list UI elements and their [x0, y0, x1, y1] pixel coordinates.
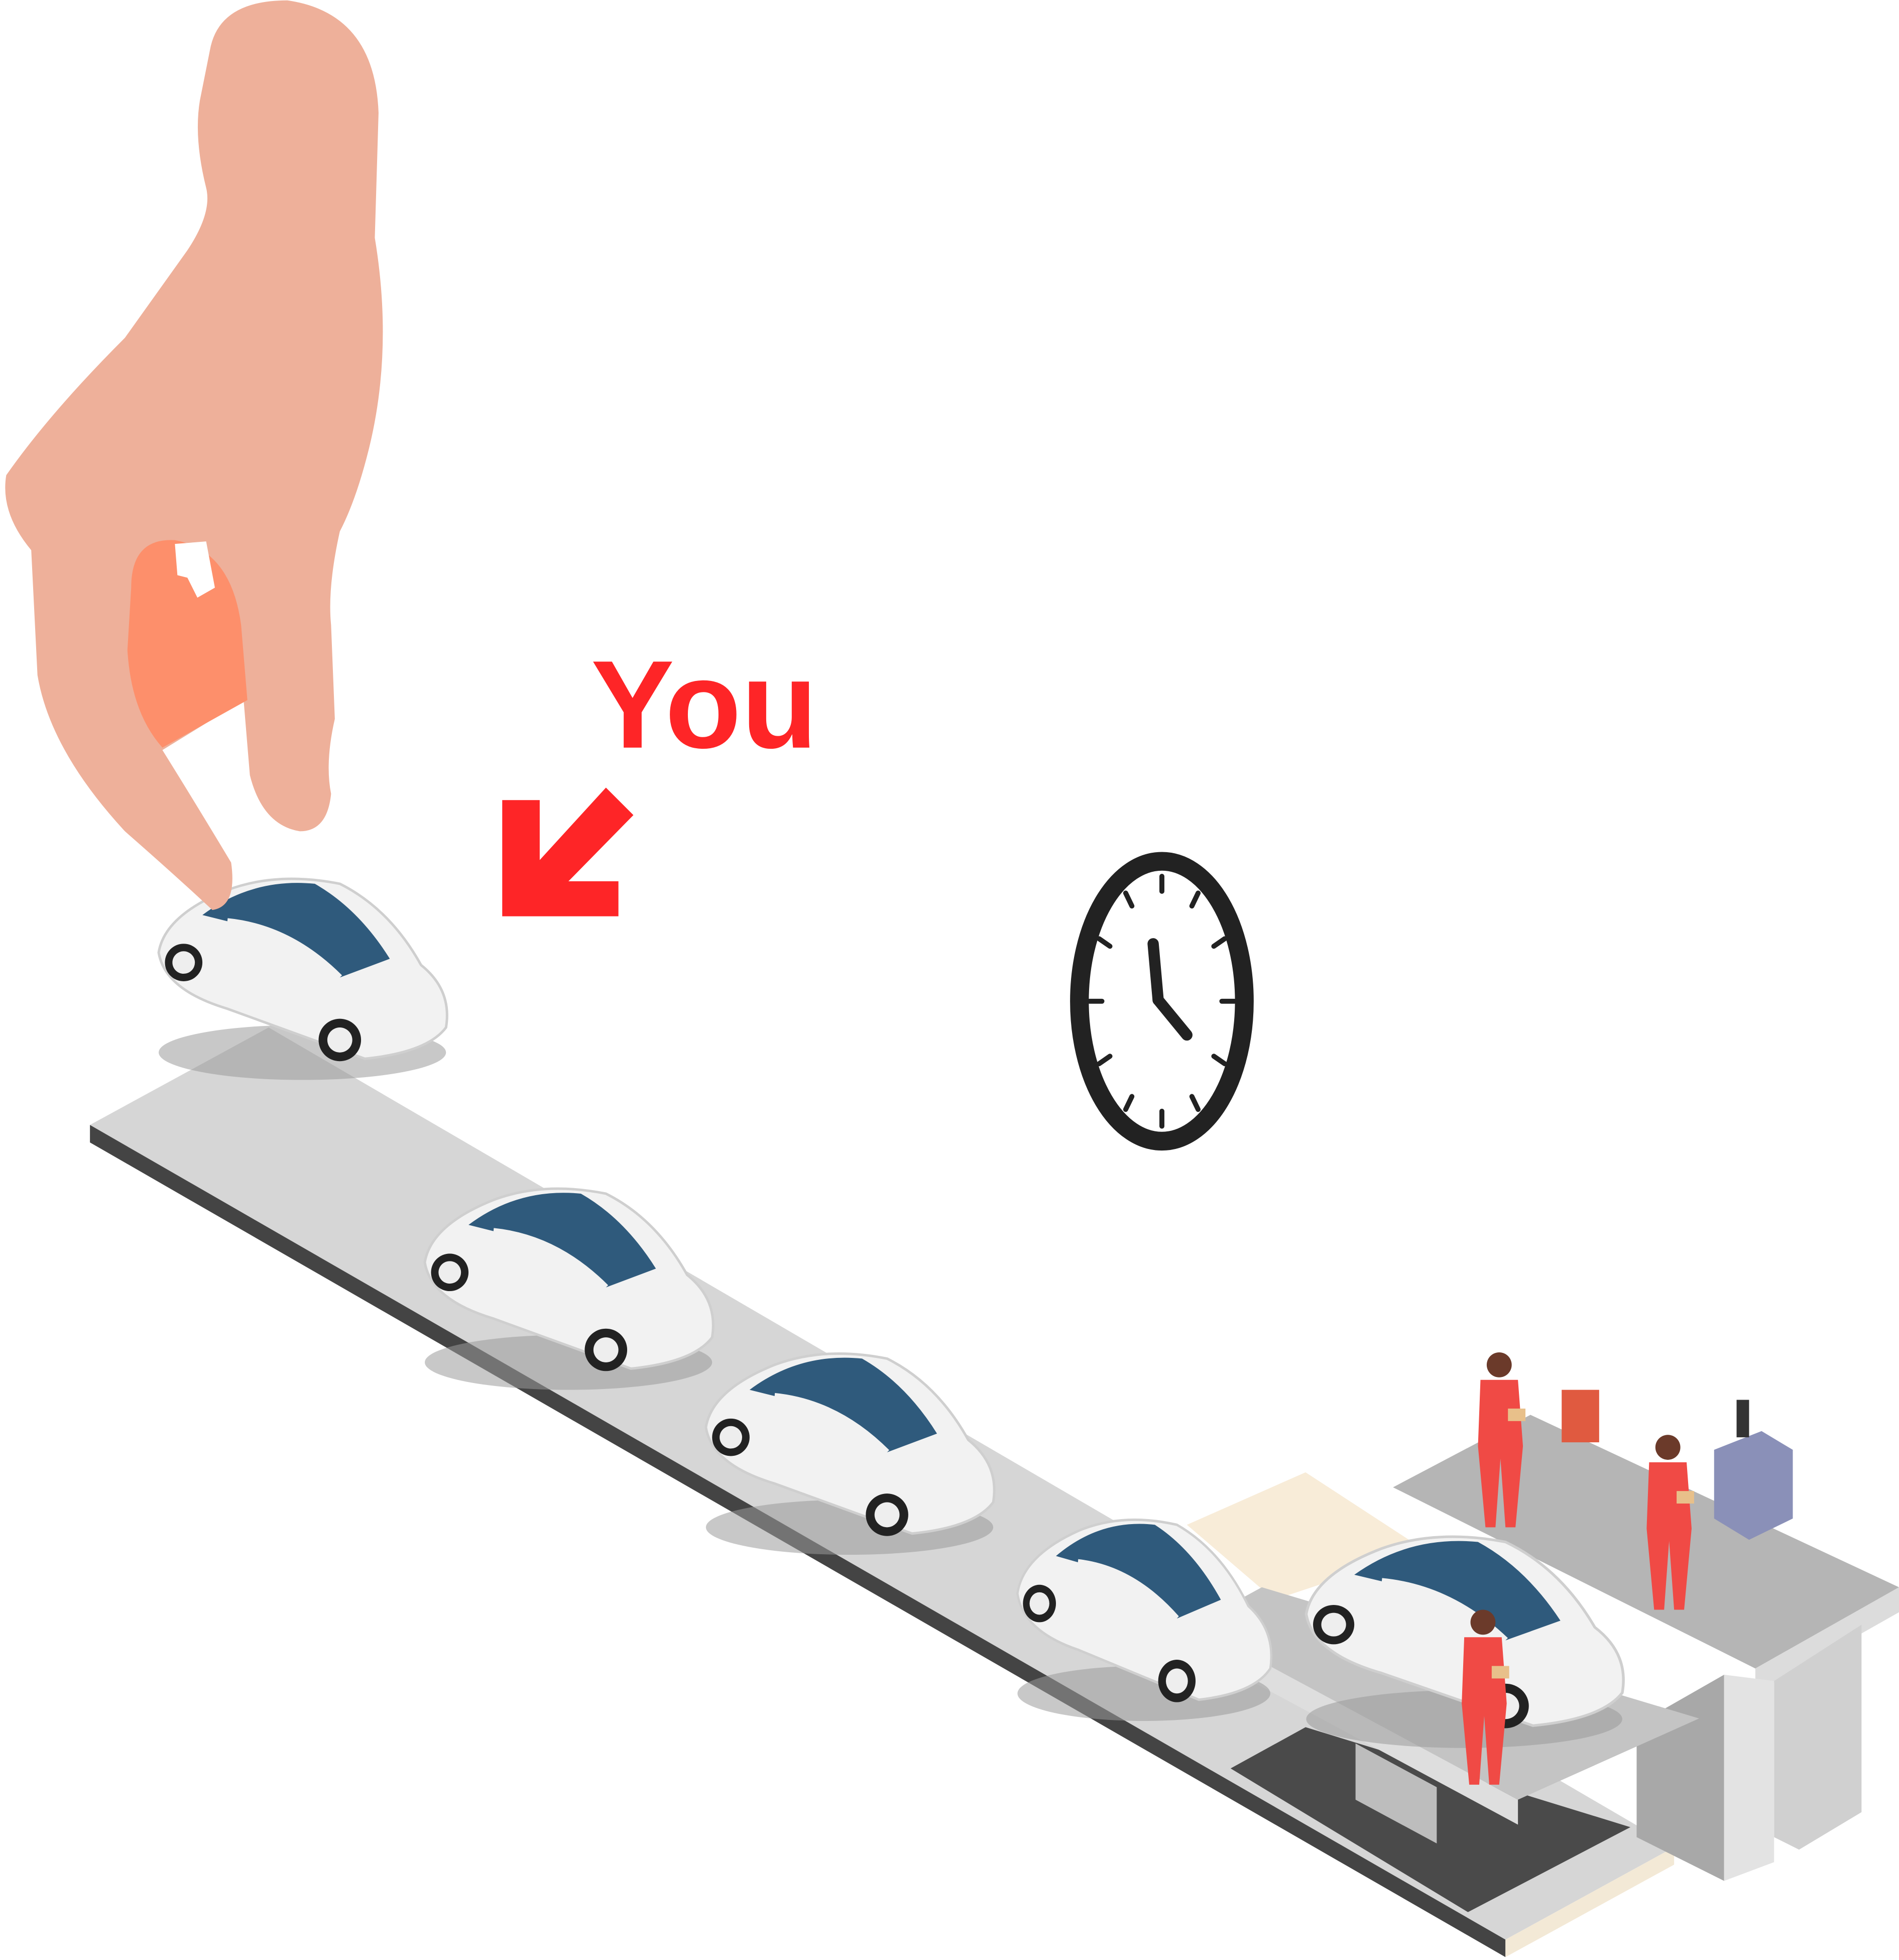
clock-tick — [1123, 890, 1135, 909]
hand-icon — [5, 0, 383, 910]
clock-tick — [1097, 1054, 1113, 1067]
you-label: You — [591, 635, 817, 774]
arrow-down-left-icon — [502, 787, 634, 916]
car-on-belt — [706, 1353, 994, 1555]
clock-tick — [1097, 936, 1113, 949]
clock-tick — [1189, 1094, 1201, 1112]
clock-tick — [1123, 1094, 1135, 1112]
clock-tick — [1189, 890, 1201, 909]
clock-icon — [1070, 852, 1254, 1151]
car-on-belt — [425, 1189, 713, 1390]
clock-tick — [1211, 936, 1227, 949]
clock-tick — [1211, 1054, 1227, 1067]
toolbox-icon — [1562, 1390, 1793, 1540]
car-being-picked[interactable] — [159, 879, 447, 1080]
